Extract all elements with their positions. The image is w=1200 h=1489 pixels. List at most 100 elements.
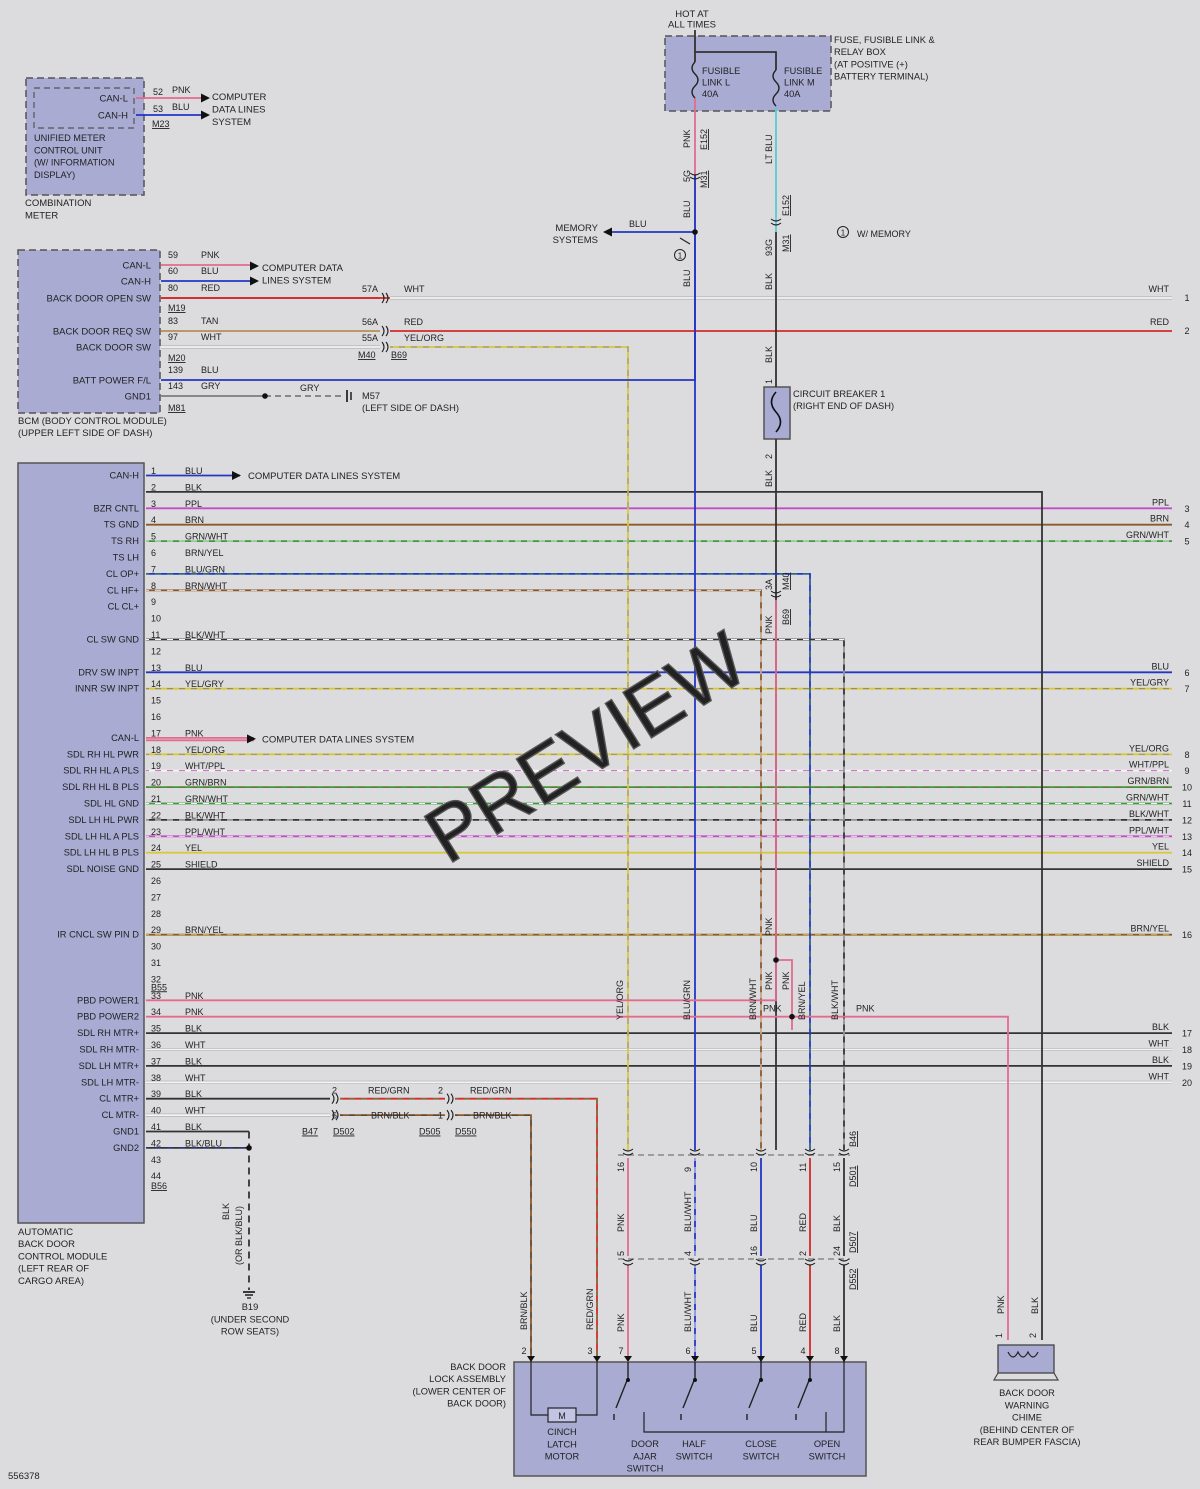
edge-color-15: SHIELD	[1136, 858, 1169, 868]
abd-pin-41-name: GND1	[113, 1127, 139, 1137]
pin-57a: 57A	[362, 284, 378, 294]
abd-pin-13-color: BLU	[185, 663, 203, 673]
edge-color-11: GRN/WHT	[1126, 793, 1169, 803]
abd-can-l-destination: COMPUTER DATA LINES SYSTEM	[262, 734, 414, 745]
ground-m57-label: (LEFT SIDE OF DASH)	[362, 403, 459, 413]
abd-pin-5-number: 5	[151, 532, 156, 542]
wire-abd-pin-33	[146, 960, 777, 1002]
lock-wire-color-3: RED/GRN	[585, 1288, 595, 1330]
connector-b46: B46	[848, 1131, 858, 1147]
fusible-link-m-label: 40A	[784, 89, 801, 99]
edge-color-5: GRN/WHT	[1126, 530, 1169, 540]
close-switch-label: CLOSE	[745, 1439, 777, 1449]
chime-pin-2: 2	[1028, 1333, 1038, 1338]
abd-pin-7-color: BLU/GRN	[185, 564, 225, 574]
inline-d501-1	[689, 1148, 701, 1156]
abd-pin-8-number: 8	[151, 581, 156, 591]
abd-pin-14-name: INNR SW INPT	[75, 684, 139, 694]
lock-assembly-label: BACK DOOR	[450, 1362, 506, 1372]
abd-pin-4-color: BRN	[185, 515, 204, 525]
meter-label: (W/ INFORMATION	[34, 158, 114, 168]
edge-color-10: GRN/BRN	[1127, 776, 1169, 786]
fusible-link-m-label: FUSIBLE	[784, 66, 822, 76]
abd-pin-24-color: YEL	[185, 843, 202, 853]
abd-pin-7-name: CL OP+	[106, 569, 139, 579]
abd-pin-20-number: 20	[151, 778, 161, 788]
abd-pin-16-number: 16	[151, 712, 161, 722]
fusible-link-l-label: 40A	[702, 89, 719, 99]
abd-pin-36-number: 36	[151, 1040, 161, 1050]
inline-d501-3	[804, 1148, 816, 1156]
edge-color-9: WHT/PPL	[1129, 760, 1169, 770]
cb-pin-1: 1	[764, 379, 774, 384]
edge-ref-14: 14	[1182, 848, 1192, 858]
d507-low-color-0: PNK	[616, 1313, 626, 1332]
label-gnd-alt: (OR BLK/BLU)	[234, 1206, 244, 1265]
note-1-number: 1	[841, 229, 846, 238]
edge-ref-18: 18	[1182, 1045, 1192, 1055]
wire-abd-pin-2-to-chime	[146, 491, 1043, 1340]
connector-m31-b: M31	[781, 234, 791, 252]
d501-mid-color-1: BLU/WHT	[683, 1191, 693, 1232]
edge-color-16: BRN/YEL	[1130, 924, 1169, 934]
chime-label: CHIME	[1012, 1413, 1042, 1423]
note-w-memory: W/ MEMORY	[857, 229, 911, 239]
abd-pin-22-name: SDL LH HL PWR	[68, 815, 139, 825]
label-pnk-fl-l: PNK	[682, 129, 692, 148]
door-ajar-switch-label: SWITCH	[627, 1464, 664, 1474]
hot-at-all-times: HOT AT	[675, 9, 709, 20]
lock-switch-common-b	[826, 1362, 845, 1433]
abd-can-h-destination: COMPUTER DATA LINES SYSTEM	[248, 471, 400, 482]
bcm-pin-139-color: BLU	[201, 365, 219, 375]
inline-55a	[381, 341, 389, 353]
d507-low-color-2: BLU	[749, 1314, 759, 1332]
arrow-memory-systems	[603, 227, 612, 237]
open-switch-label: OPEN	[814, 1439, 840, 1449]
d507-pin-5: 5	[616, 1251, 626, 1256]
edge-ref-20: 20	[1182, 1078, 1192, 1088]
lock-switch-pivot-3	[808, 1378, 812, 1382]
bcm-pin-83-color: TAN	[201, 316, 218, 326]
bcm-destination: COMPUTER DATA	[262, 263, 344, 274]
chime-label: (BEHIND CENTER OF	[980, 1425, 1075, 1435]
inline-d507-3	[804, 1258, 816, 1266]
abd-pin-35-name: SDL RH MTR+	[77, 1028, 139, 1038]
ground-b19-label: (UNDER SECOND	[211, 1314, 290, 1324]
abd-pin-24-name: SDL LH HL B PLS	[64, 848, 139, 858]
abd-pin-11-color: BLK/WHT	[185, 630, 226, 640]
abd-pin-6-color: BRN/YEL	[185, 548, 224, 558]
cinch-motor-label: CINCH	[547, 1427, 576, 1437]
abd-pin-28-number: 28	[151, 909, 161, 919]
chime-label: BACK DOOR	[999, 1388, 1055, 1398]
ground-b19-label: ROW SEATS)	[221, 1327, 279, 1337]
meter-destination: COMPUTER	[212, 92, 267, 103]
memory-option-switch	[679, 237, 691, 245]
splice-pbd2	[789, 1013, 795, 1020]
lock-pin-arrow-6	[691, 1356, 699, 1362]
half-switch-label: SWITCH	[676, 1451, 713, 1461]
chime-label: WARNING	[1005, 1400, 1050, 1410]
bcm-box	[17, 249, 161, 414]
door-ajar-switch-label: DOOR	[631, 1439, 659, 1449]
label-redgrn-2: RED/GRN	[470, 1086, 512, 1096]
combination-meter-label: METER	[25, 210, 58, 221]
label-blk-fl-m: BLK	[764, 273, 774, 290]
abd-pin-15-number: 15	[151, 696, 161, 706]
abd-pin-39-name: CL MTR+	[99, 1094, 139, 1104]
chime-wire-color-1: PNK	[996, 1295, 1006, 1314]
abd-pin-19-number: 19	[151, 761, 161, 771]
bcm-pin-60-color: BLU	[201, 266, 219, 276]
connector-d550: D550	[455, 1127, 477, 1137]
label-blu-fl-l: BLU	[682, 200, 692, 218]
pin-55a: 55A	[362, 333, 378, 343]
abd-pin-38-name: SDL LH MTR-	[81, 1077, 139, 1087]
chime-coil	[1007, 1350, 1039, 1358]
edge-ref-4: 4	[1184, 520, 1189, 530]
d501-pin-10: 10	[749, 1162, 759, 1172]
fusible-link-m-label: LINK M	[784, 78, 815, 88]
edge-ref-9: 9	[1184, 766, 1189, 776]
bcm-pin-83-name: BACK DOOR REQ SW	[53, 327, 151, 338]
label-blu-down: BLU	[682, 269, 692, 287]
abd-pin-29-number: 29	[151, 925, 161, 935]
abd-pin-23-number: 23	[151, 827, 161, 837]
